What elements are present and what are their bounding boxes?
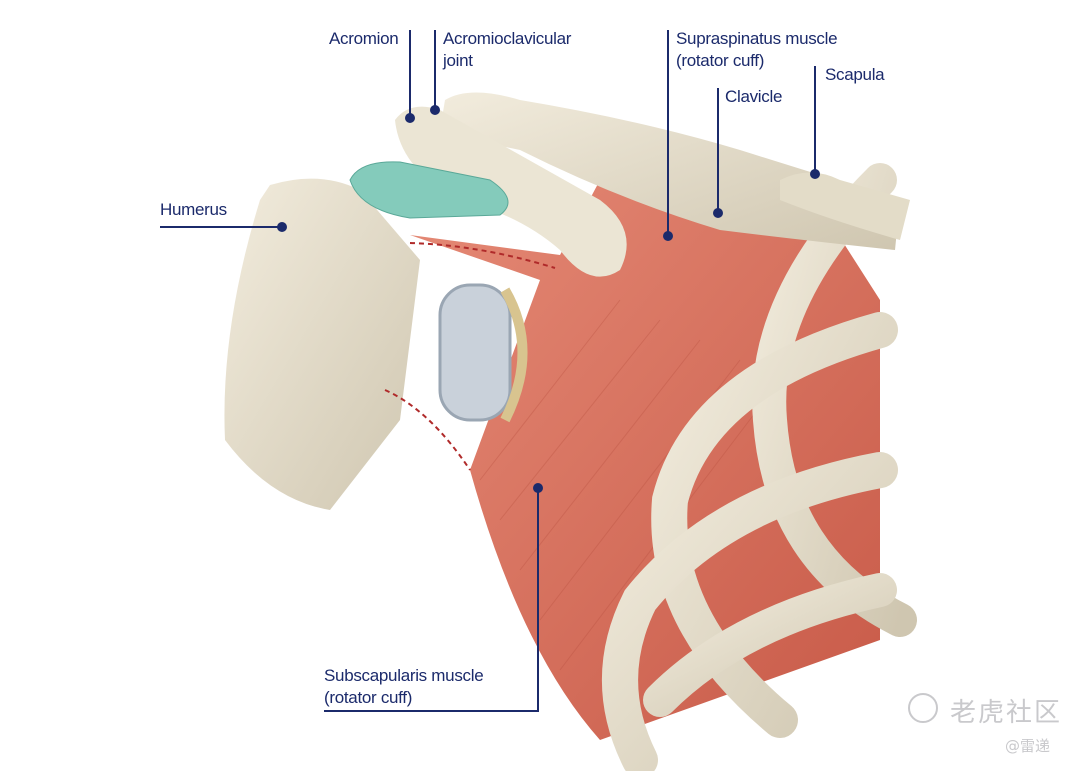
glenoid-cavity [438,283,512,422]
label-acromioclavicular-joint: Acromioclavicular joint [443,28,571,72]
cartilage [349,161,509,219]
label-line: Supraspinatus muscle [676,29,838,48]
leader-lines [160,30,816,712]
label-supraspinatus: Supraspinatus muscle (rotator cuff) [676,28,838,72]
clavicle-bone [440,92,900,250]
scapula-bone [780,172,910,240]
watermark-author: @雷递 [1005,737,1051,755]
watermark-brand: 老虎社区 [950,698,1063,728]
ribs [602,163,917,771]
label-subscapularis: Subscapularis muscle (rotator cuff) [324,665,484,709]
label-line: Subscapularis muscle [324,666,484,685]
label-clavicle: Clavicle [725,87,783,106]
label-line: joint [443,51,473,70]
label-acromion: Acromion [329,29,399,48]
label-line: (rotator cuff) [676,51,765,70]
cut-outline [384,242,556,471]
label-humerus: Humerus [160,200,227,219]
acromion-bone [395,106,627,277]
leader-dots [277,105,820,493]
subscapularis-muscle [410,175,880,740]
label-line: Acromioclavicular [443,29,572,48]
label-scapula: Scapula [825,65,885,84]
humerus-bone [224,178,420,511]
label-line: (rotator cuff) [324,688,413,707]
watermark-logo-icon [908,693,938,723]
